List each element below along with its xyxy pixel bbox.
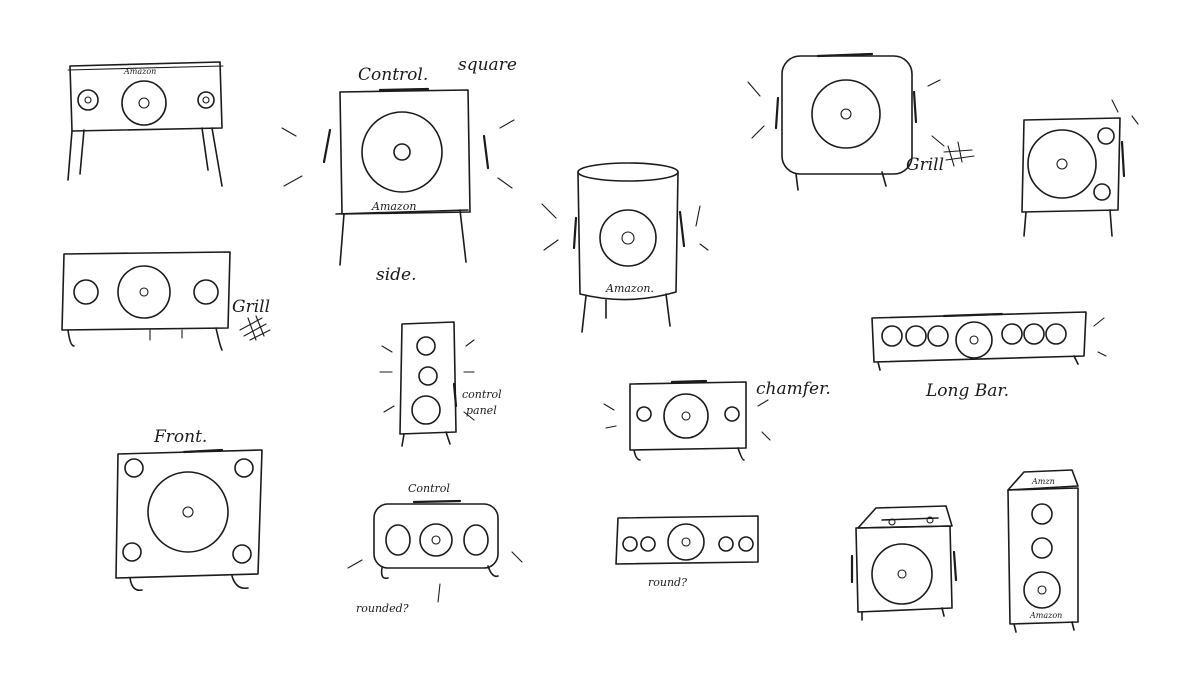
sketch-speaker-grid-grille: Grill [747,52,975,191]
annotation-front: Front. [153,427,207,447]
sketch-speaker-front-hatched: Front. [115,427,263,592]
sketch-speaker-chamfer: chamfer. [603,379,831,461]
annotation-control: Control [408,482,450,495]
sketch-speaker-long-bar: Long Bar. [871,311,1107,401]
annotation-square: square [458,55,517,75]
annotation-control-panel-2: panel [466,404,497,417]
annotation-grill: Grill [906,155,944,175]
brand-label: Amazon [371,200,416,213]
sketch-speaker-corner-drivers [1021,99,1139,237]
annotation-long-bar: Long Bar. [925,381,1009,401]
sketch-speaker-legged-wide: Amazon [67,61,224,187]
sketch-speaker-hatched-wide: Grill [61,251,271,351]
sketch-speaker-tower-tall: Amzn Amazon [1007,469,1079,633]
annotation-control: Control. [358,65,428,85]
sketch-speaker-rounded-control: Control rounded? [347,482,523,615]
sketch-speaker-slatted: round? [615,515,759,589]
brand-label: Amazon. [605,282,654,295]
annotation-side: side. [376,265,417,285]
brand-label: Amazon [123,67,156,76]
sketch-speaker-cylinder: Amazon. [541,162,709,333]
brand-label: Amazon [1029,611,1062,620]
annotation-rounded: rounded? [356,602,409,615]
brand-label-top: Amzn [1031,477,1055,486]
annotation-round: round? [648,576,687,589]
sketch-speaker-square-control: Control. square Amazon side. [281,55,517,285]
annotation-chamfer: chamfer. [756,379,831,399]
sketch-speaker-tower-small: control panel [379,321,502,447]
sketch-speaker-box-panel [850,505,958,621]
annotation-grill: Grill [232,297,270,317]
annotation-control-panel-1: control [462,388,502,401]
